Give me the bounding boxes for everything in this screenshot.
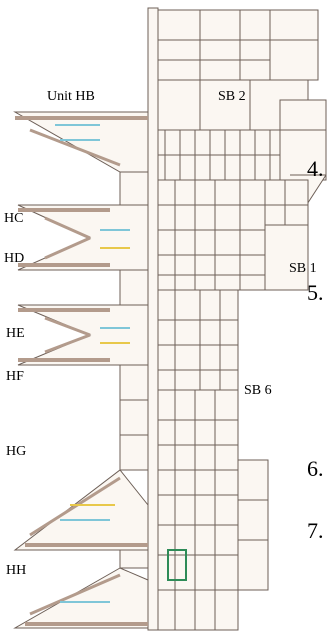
block-sb6 xyxy=(157,389,239,631)
label-hg: HG xyxy=(6,444,27,459)
label-5: 5. xyxy=(307,280,324,305)
unit-he-hf-block xyxy=(17,304,149,366)
label-hh: HH xyxy=(6,563,27,578)
stair-feature xyxy=(167,549,187,581)
label-unit-hb: Unit HB xyxy=(47,89,95,104)
label-hc: HC xyxy=(4,211,24,226)
label-hd: HD xyxy=(4,251,25,266)
label-sb1: SB 1 xyxy=(289,261,317,276)
label-he: HE xyxy=(6,326,25,341)
central-corridor xyxy=(147,7,159,631)
label-sb2: SB 2 xyxy=(218,89,246,104)
label-6: 6. xyxy=(307,456,324,481)
block-sb1-annex xyxy=(264,224,309,291)
label-sb6: SB 6 xyxy=(244,383,272,398)
label-7: 7. xyxy=(307,518,324,543)
label-4: 4. xyxy=(307,156,324,181)
unit-hh-block xyxy=(13,567,149,629)
unit-hb-block xyxy=(13,111,149,173)
block-center xyxy=(157,289,239,391)
unit-hg-block xyxy=(13,469,149,551)
unit-hc-hd-block xyxy=(17,204,149,271)
label-hf: HF xyxy=(6,369,24,384)
block-sb2-upper xyxy=(157,9,319,81)
block-sb6-annex xyxy=(237,459,269,591)
